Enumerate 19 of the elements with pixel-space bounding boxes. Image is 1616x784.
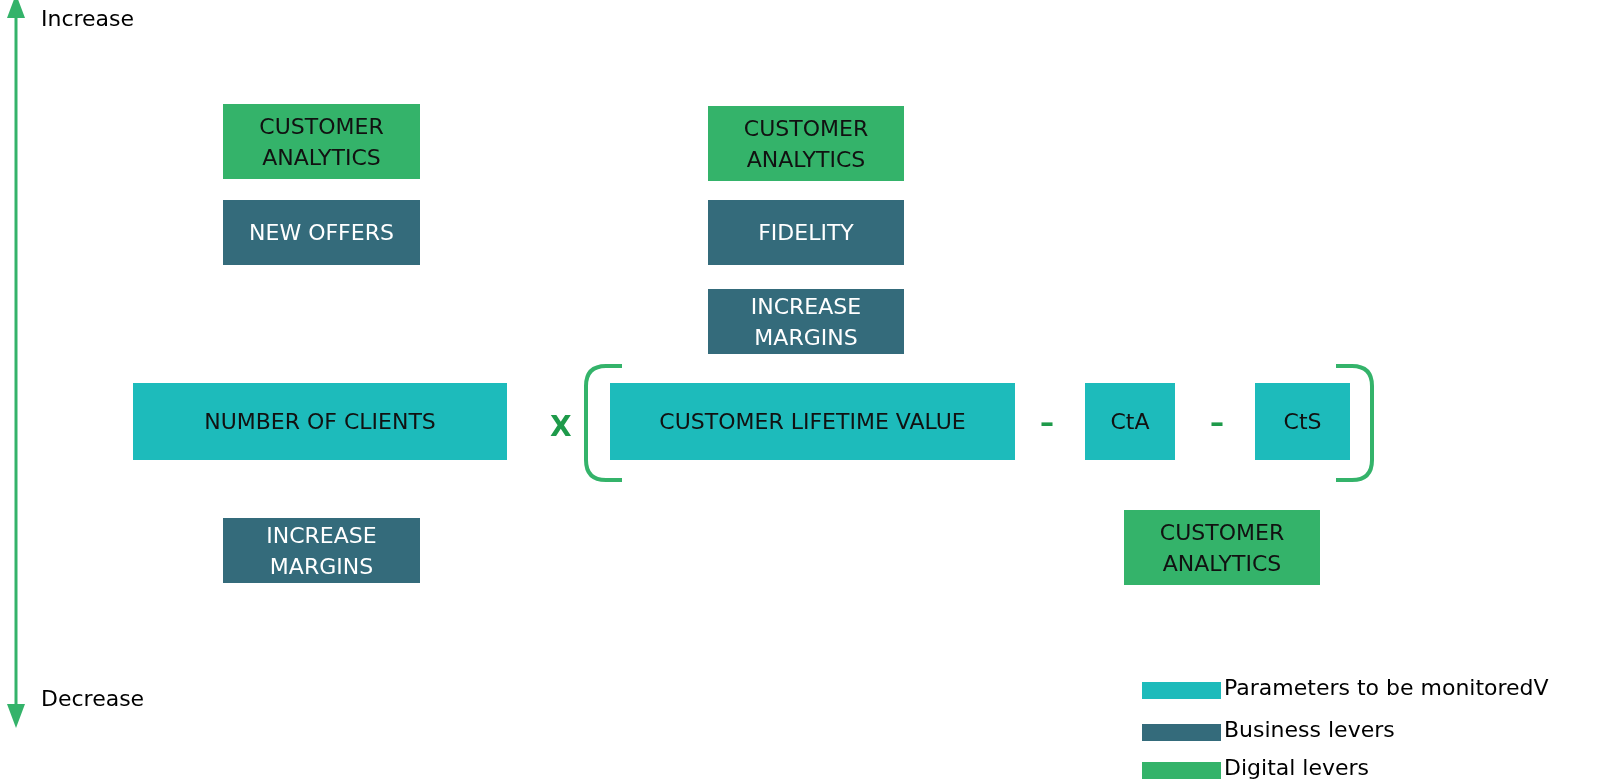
business-lever-box: NEW OFFERS — [223, 200, 420, 265]
minus-sign: – — [1210, 406, 1224, 439]
legend-label: Business levers — [1224, 717, 1395, 742]
digital-lever-box: CUSTOMER ANALYTICS — [708, 106, 904, 181]
parameter-box: CtA — [1085, 383, 1175, 460]
business-lever-box: INCREASE MARGINS — [223, 518, 420, 583]
parameter-box: CUSTOMER LIFETIME VALUE — [610, 383, 1015, 460]
parameter-box: CtS — [1255, 383, 1350, 460]
axis-label: Decrease — [41, 686, 145, 711]
parameter-box: NUMBER OF CLIENTS — [133, 383, 507, 460]
axis-label: Increase — [41, 6, 135, 31]
legend-label: Parameters to be monitoredV — [1224, 675, 1549, 700]
business-lever-box: INCREASE MARGINS — [708, 289, 904, 354]
digital-lever-box: CUSTOMER ANALYTICS — [1124, 510, 1320, 585]
minus-sign: – — [1040, 406, 1054, 439]
legend-label: Digital levers — [1224, 755, 1370, 780]
digital-lever-box: CUSTOMER ANALYTICS — [223, 104, 420, 179]
business-lever-box: FIDELITY — [708, 200, 904, 265]
multiply-sign: X — [550, 410, 572, 443]
